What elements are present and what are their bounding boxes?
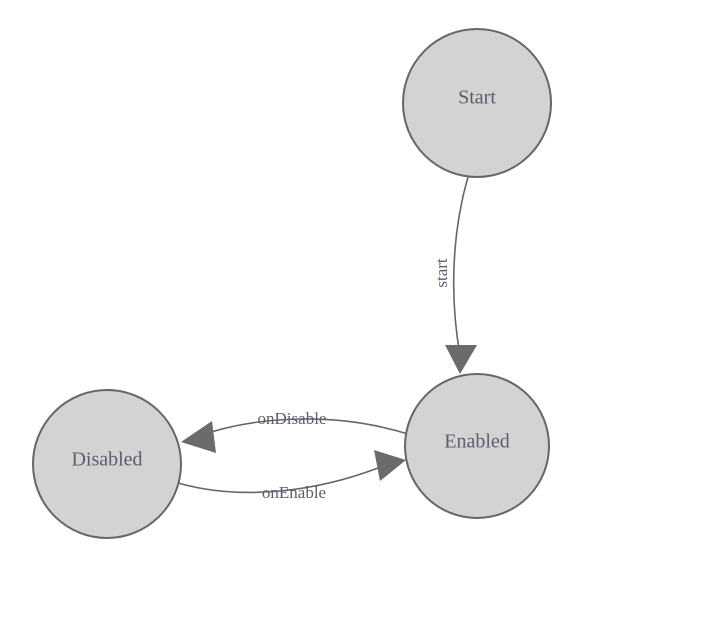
edge-path-start-to-enabled xyxy=(452,176,469,356)
node-enabled-label: Enabled xyxy=(444,431,510,453)
edge-start-to-enabled[interactable] xyxy=(445,176,477,374)
edge-label-on-enable: onEnable xyxy=(262,483,326,502)
edge-path-enabled-to-disabled xyxy=(195,418,409,438)
edge-path-disabled-to-enabled xyxy=(177,467,379,494)
node-disabled[interactable]: Disabled xyxy=(32,389,182,539)
node-start-label: Start xyxy=(458,87,496,109)
node-disabled-label: Disabled xyxy=(71,449,142,471)
edge-enabled-to-disabled[interactable] xyxy=(181,418,409,453)
edge-label-on-disable: onDisable xyxy=(258,409,327,428)
node-enabled-circle xyxy=(404,373,550,519)
arrowhead-disabled-right xyxy=(181,421,216,453)
arrowhead-enabled-left xyxy=(374,450,406,481)
edge-label-start: start xyxy=(432,258,451,288)
node-start-circle xyxy=(402,28,552,178)
arrowhead-enabled-top xyxy=(445,345,477,374)
node-start[interactable]: Start xyxy=(402,28,552,178)
edge-disabled-to-enabled[interactable] xyxy=(177,450,406,494)
node-disabled-circle xyxy=(32,389,182,539)
node-enabled[interactable]: Enabled xyxy=(404,373,550,519)
